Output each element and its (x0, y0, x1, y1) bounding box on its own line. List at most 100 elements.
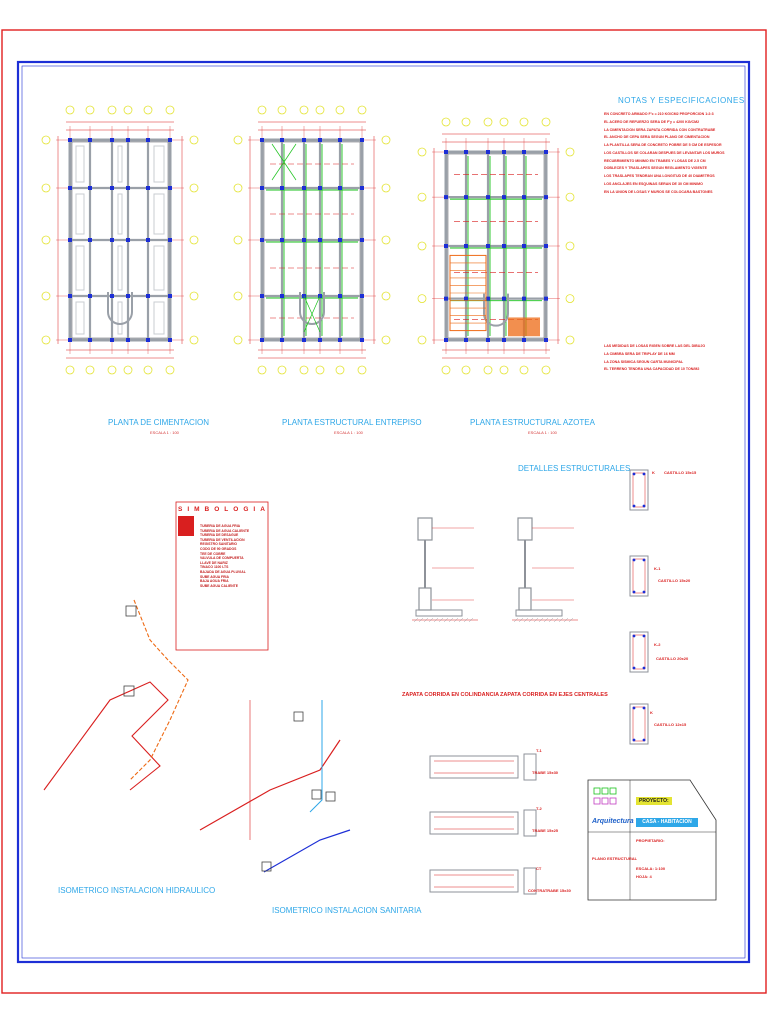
round-bay (483, 293, 509, 327)
plan-caption-roof: PLANTA ESTRUCTURAL AZOTEA (470, 418, 595, 427)
castillo-mark (338, 186, 342, 190)
heater-symbol (123, 685, 135, 697)
axis-bubble (65, 105, 75, 115)
castillo-mark (464, 195, 468, 200)
axis-bubble (357, 105, 367, 115)
registro-symbol (261, 861, 272, 872)
castillo-mark (126, 294, 130, 298)
legend-item: LLAVE DE NARIZ (200, 560, 228, 565)
castillo-section (629, 555, 649, 597)
stair-cross (271, 143, 297, 181)
axis-bubble (41, 235, 51, 245)
ground-hatch (538, 617, 544, 623)
logo-square (601, 787, 609, 795)
tank-symbol (125, 605, 137, 617)
rebar-dot (632, 504, 636, 508)
axis-bubble (143, 105, 153, 115)
castillo-mark (280, 186, 284, 190)
axis-bubble (41, 135, 51, 145)
beam-label: T-2 (536, 806, 542, 811)
note-item: LA CIMBRA SERA DE TRIPLAY DE 16 MM (604, 351, 675, 356)
axis-bubble (41, 335, 51, 345)
note-item: EL TERRENO TENDRA UNA CAPACIDAD DE 10 TO… (604, 367, 700, 372)
axis-bubble (461, 117, 471, 127)
logo-square (609, 787, 617, 795)
castillo-mark (88, 186, 92, 190)
axis-bubble (417, 147, 427, 157)
rebar-dot (642, 504, 646, 508)
note-item: LA PLANTILLA SERA DE CONCRETO POBRE DE 5… (604, 143, 722, 148)
castillo-mark (486, 150, 490, 154)
footing-title-colindancia: ZAPATA CORRIDA EN COLINDANCIA (402, 692, 500, 698)
castillo-mark (110, 186, 114, 190)
footing-detail-central (512, 517, 578, 623)
inner-frame-line (21, 65, 746, 959)
title-block-head: PROYECTO: (636, 797, 672, 805)
footing-block (117, 301, 123, 335)
castillo-mark (146, 294, 150, 298)
logo-square (609, 797, 617, 805)
note-item: EL ACERO DE REFUERZO SERA DE F'y = 4200 … (604, 119, 700, 124)
castillo-mark (502, 244, 506, 248)
axis-bubble (417, 335, 427, 345)
castillo-mark (444, 338, 448, 342)
castillo-mark (464, 338, 468, 342)
footing-block (153, 193, 165, 235)
pipe-vent (309, 700, 323, 813)
castillo-mark (302, 138, 306, 142)
castillo-mark (168, 294, 172, 298)
beam-section (517, 517, 533, 541)
ground-hatch (458, 617, 464, 623)
castillo-mark (360, 186, 364, 190)
axis-bubble (483, 117, 493, 127)
ground-hatch (533, 617, 539, 623)
ground-hatch (528, 617, 534, 623)
axis-bubble (233, 335, 243, 345)
beam-section (417, 517, 433, 541)
castillo-mark (502, 150, 506, 154)
ground-hatch (568, 617, 574, 623)
castillo-mark (318, 186, 322, 190)
footing-block (153, 301, 165, 335)
castillo-mark (168, 138, 172, 142)
simbologia-title: SIMBOLOGIA (178, 506, 270, 513)
castillo-desc: CASTILLO 12x15 (654, 722, 687, 727)
note-item: EL ANCHO DE CEPA SERA SEGUN PLANO DE CIM… (604, 135, 710, 140)
legend-item: BAJADA DE AGUA PLUVIAL (200, 569, 246, 574)
stair-cross (303, 295, 321, 333)
castillo-mark (302, 186, 306, 190)
axis-bubble (85, 365, 95, 375)
round-bay (107, 292, 133, 325)
castillo-mark (260, 338, 264, 342)
axis-bubble (189, 183, 199, 193)
footing-block (153, 145, 165, 183)
castillo-mark (68, 338, 72, 342)
title-block-owner: PROPIETARIO: (636, 838, 665, 843)
castillo-mark (486, 338, 490, 342)
plan-roof (417, 117, 575, 375)
rebar-dot (642, 634, 646, 638)
axis-bubble (189, 135, 199, 145)
registro-symbol (293, 711, 304, 722)
axis-bubble (417, 241, 427, 251)
legend-item: SUBE AGUA CALIENTE (200, 583, 238, 588)
legend-item: TINACO 1100 LTS (200, 565, 229, 570)
axis-bubble (41, 183, 51, 193)
castillo-mark (544, 296, 548, 301)
castillo-mark (68, 138, 72, 142)
isometric-drawings (43, 501, 351, 873)
legend-item: TUBERIA DE VENTILACION (200, 537, 245, 542)
rebar-dot (632, 666, 636, 670)
axis-bubble (441, 365, 451, 375)
axis-bubble (519, 117, 529, 127)
axis-bubble (143, 365, 153, 375)
axis-bubble (381, 335, 391, 345)
axis-bubble (257, 365, 267, 375)
beam-elevation (429, 811, 519, 835)
axis-bubble (123, 105, 133, 115)
pipe-drain-2 (263, 829, 351, 873)
registro-symbol (325, 791, 336, 802)
castillo-label: K-2 (654, 642, 661, 647)
castillo-mark (502, 296, 506, 301)
inner-frame (16, 60, 751, 964)
